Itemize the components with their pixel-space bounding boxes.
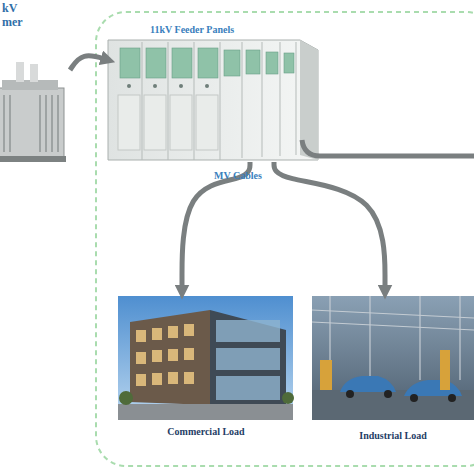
node-label: Industrial Load — [312, 430, 474, 442]
image-node: Commercial Load — [118, 292, 294, 442]
outgoing-cable — [302, 140, 474, 156]
image-node: Industrial Load — [312, 292, 474, 444]
dashed-enclosure — [96, 12, 474, 466]
transformer-illustration — [0, 62, 66, 162]
flow-arrow — [70, 56, 108, 70]
image-node: kV mer — [0, 0, 70, 164]
node-label: kV mer — [2, 2, 32, 30]
flow-arrow — [182, 162, 250, 292]
feeder-panels-illustration — [108, 40, 318, 160]
node-label: 11kV Feeder Panels — [150, 24, 310, 36]
cable-label: MV Cables — [214, 170, 262, 181]
industrial-interior-illustration — [312, 296, 474, 420]
image-node: 11kV Feeder Panels — [108, 22, 320, 162]
node-label: Commercial Load — [118, 426, 294, 438]
commercial-building-illustration — [118, 296, 294, 420]
flow-arrow — [274, 162, 385, 292]
